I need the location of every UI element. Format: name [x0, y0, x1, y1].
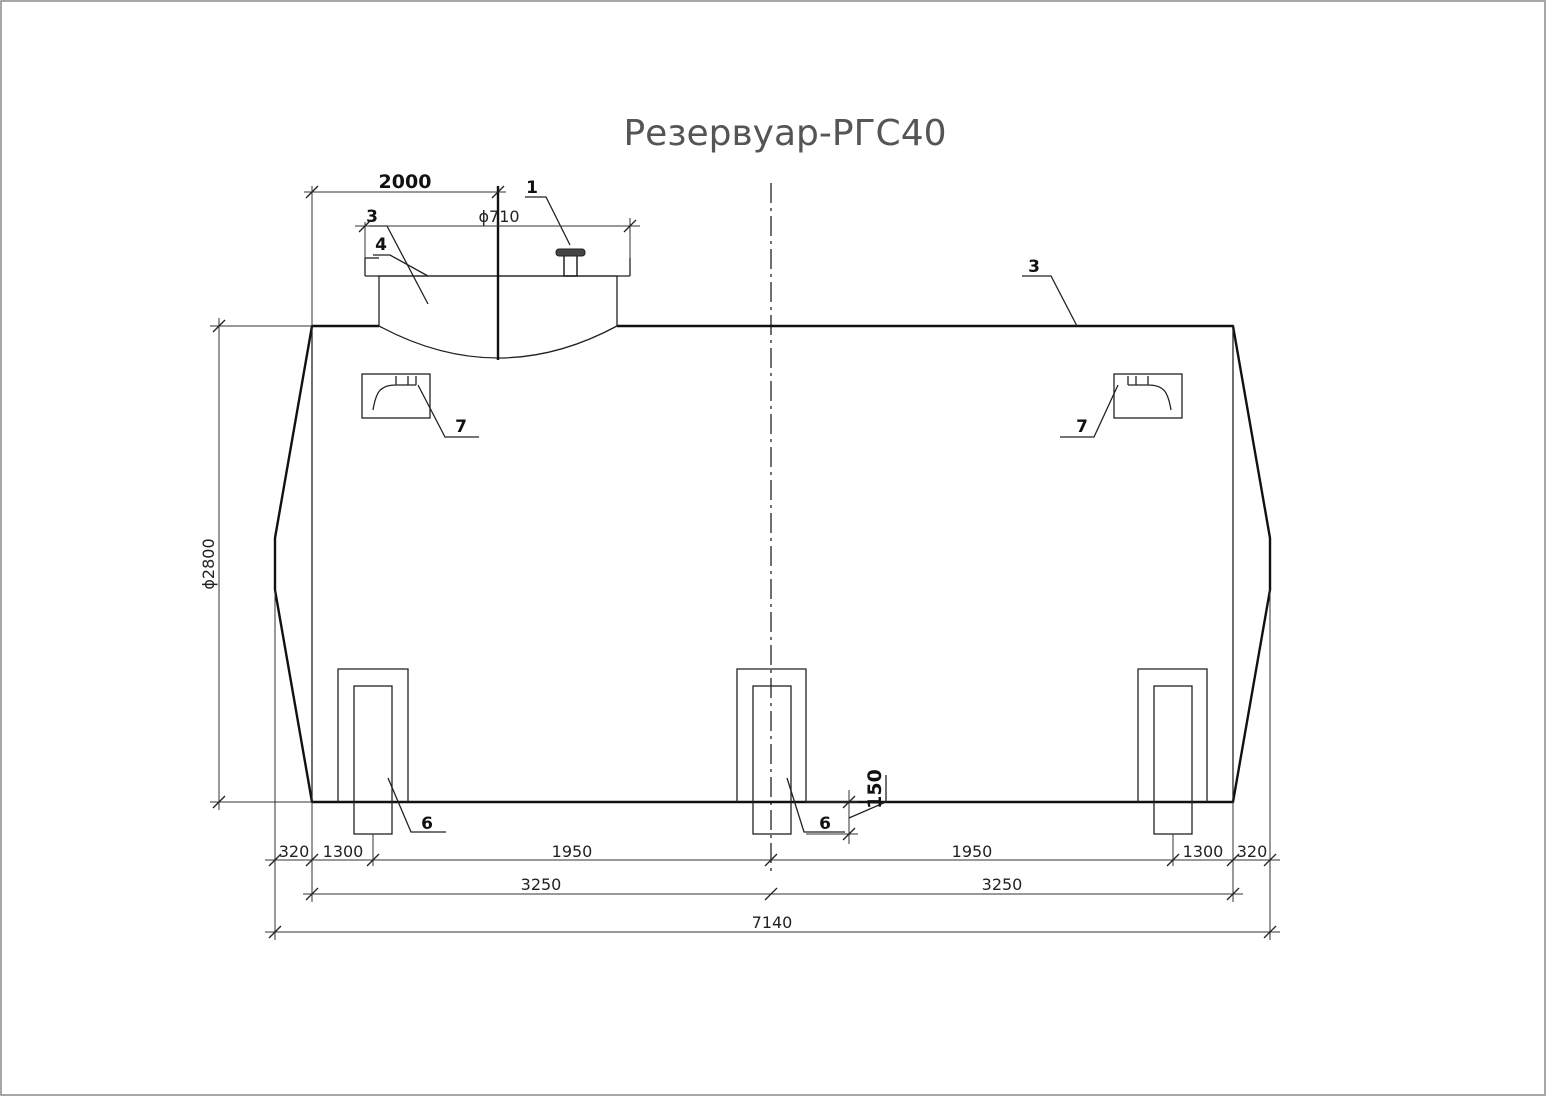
- dim-hatch-diameter: ϕ710: [478, 207, 519, 226]
- pipe-flange: [555, 248, 586, 257]
- callout-support-left: 6: [421, 814, 433, 834]
- dim-seg-320-right: 320: [1237, 842, 1268, 861]
- support-middle: [736, 668, 807, 835]
- callout-hatch-neck: 4: [375, 235, 387, 255]
- dim-seg-1950-right: 1950: [952, 842, 993, 861]
- tank-body: [273, 324, 1272, 804]
- dim-half-3250-right: 3250: [982, 875, 1023, 894]
- support-left: [337, 668, 409, 835]
- manhole-hatch: [364, 186, 631, 360]
- hatch-neck: [378, 275, 618, 359]
- dim-hatch-offset: 2000: [379, 171, 432, 193]
- dim-seg-1950-left: 1950: [552, 842, 593, 861]
- callout-pipe: 1: [526, 178, 538, 198]
- support-right: [1137, 668, 1208, 835]
- dimension-lines: [210, 185, 1280, 940]
- callout-lug-left: 7: [455, 417, 467, 437]
- dim-tank-diameter: ϕ2800: [199, 538, 218, 589]
- callout-lug-right: 7: [1076, 417, 1088, 437]
- pipe-stem: [563, 254, 578, 277]
- dim-seg-1300-left: 1300: [323, 842, 364, 861]
- callout-hatch-lid: 3: [366, 207, 378, 227]
- lug-right: [1113, 373, 1183, 419]
- dim-total-length: 7140: [752, 913, 793, 932]
- tank-outline: [273, 324, 1272, 804]
- dim-seg-1300-right: 1300: [1183, 842, 1224, 861]
- callout-support-middle: 6: [819, 814, 831, 834]
- callout-shell: 3: [1028, 257, 1040, 277]
- callout-leaders: [369, 196, 1119, 833]
- lug-left: [361, 373, 431, 419]
- dim-half-3250-left: 3250: [521, 875, 562, 894]
- drawing-title: Резервуар-РГС40: [623, 113, 946, 154]
- dim-seg-320-left: 320: [279, 842, 310, 861]
- dim-support-depth: 150: [864, 769, 886, 809]
